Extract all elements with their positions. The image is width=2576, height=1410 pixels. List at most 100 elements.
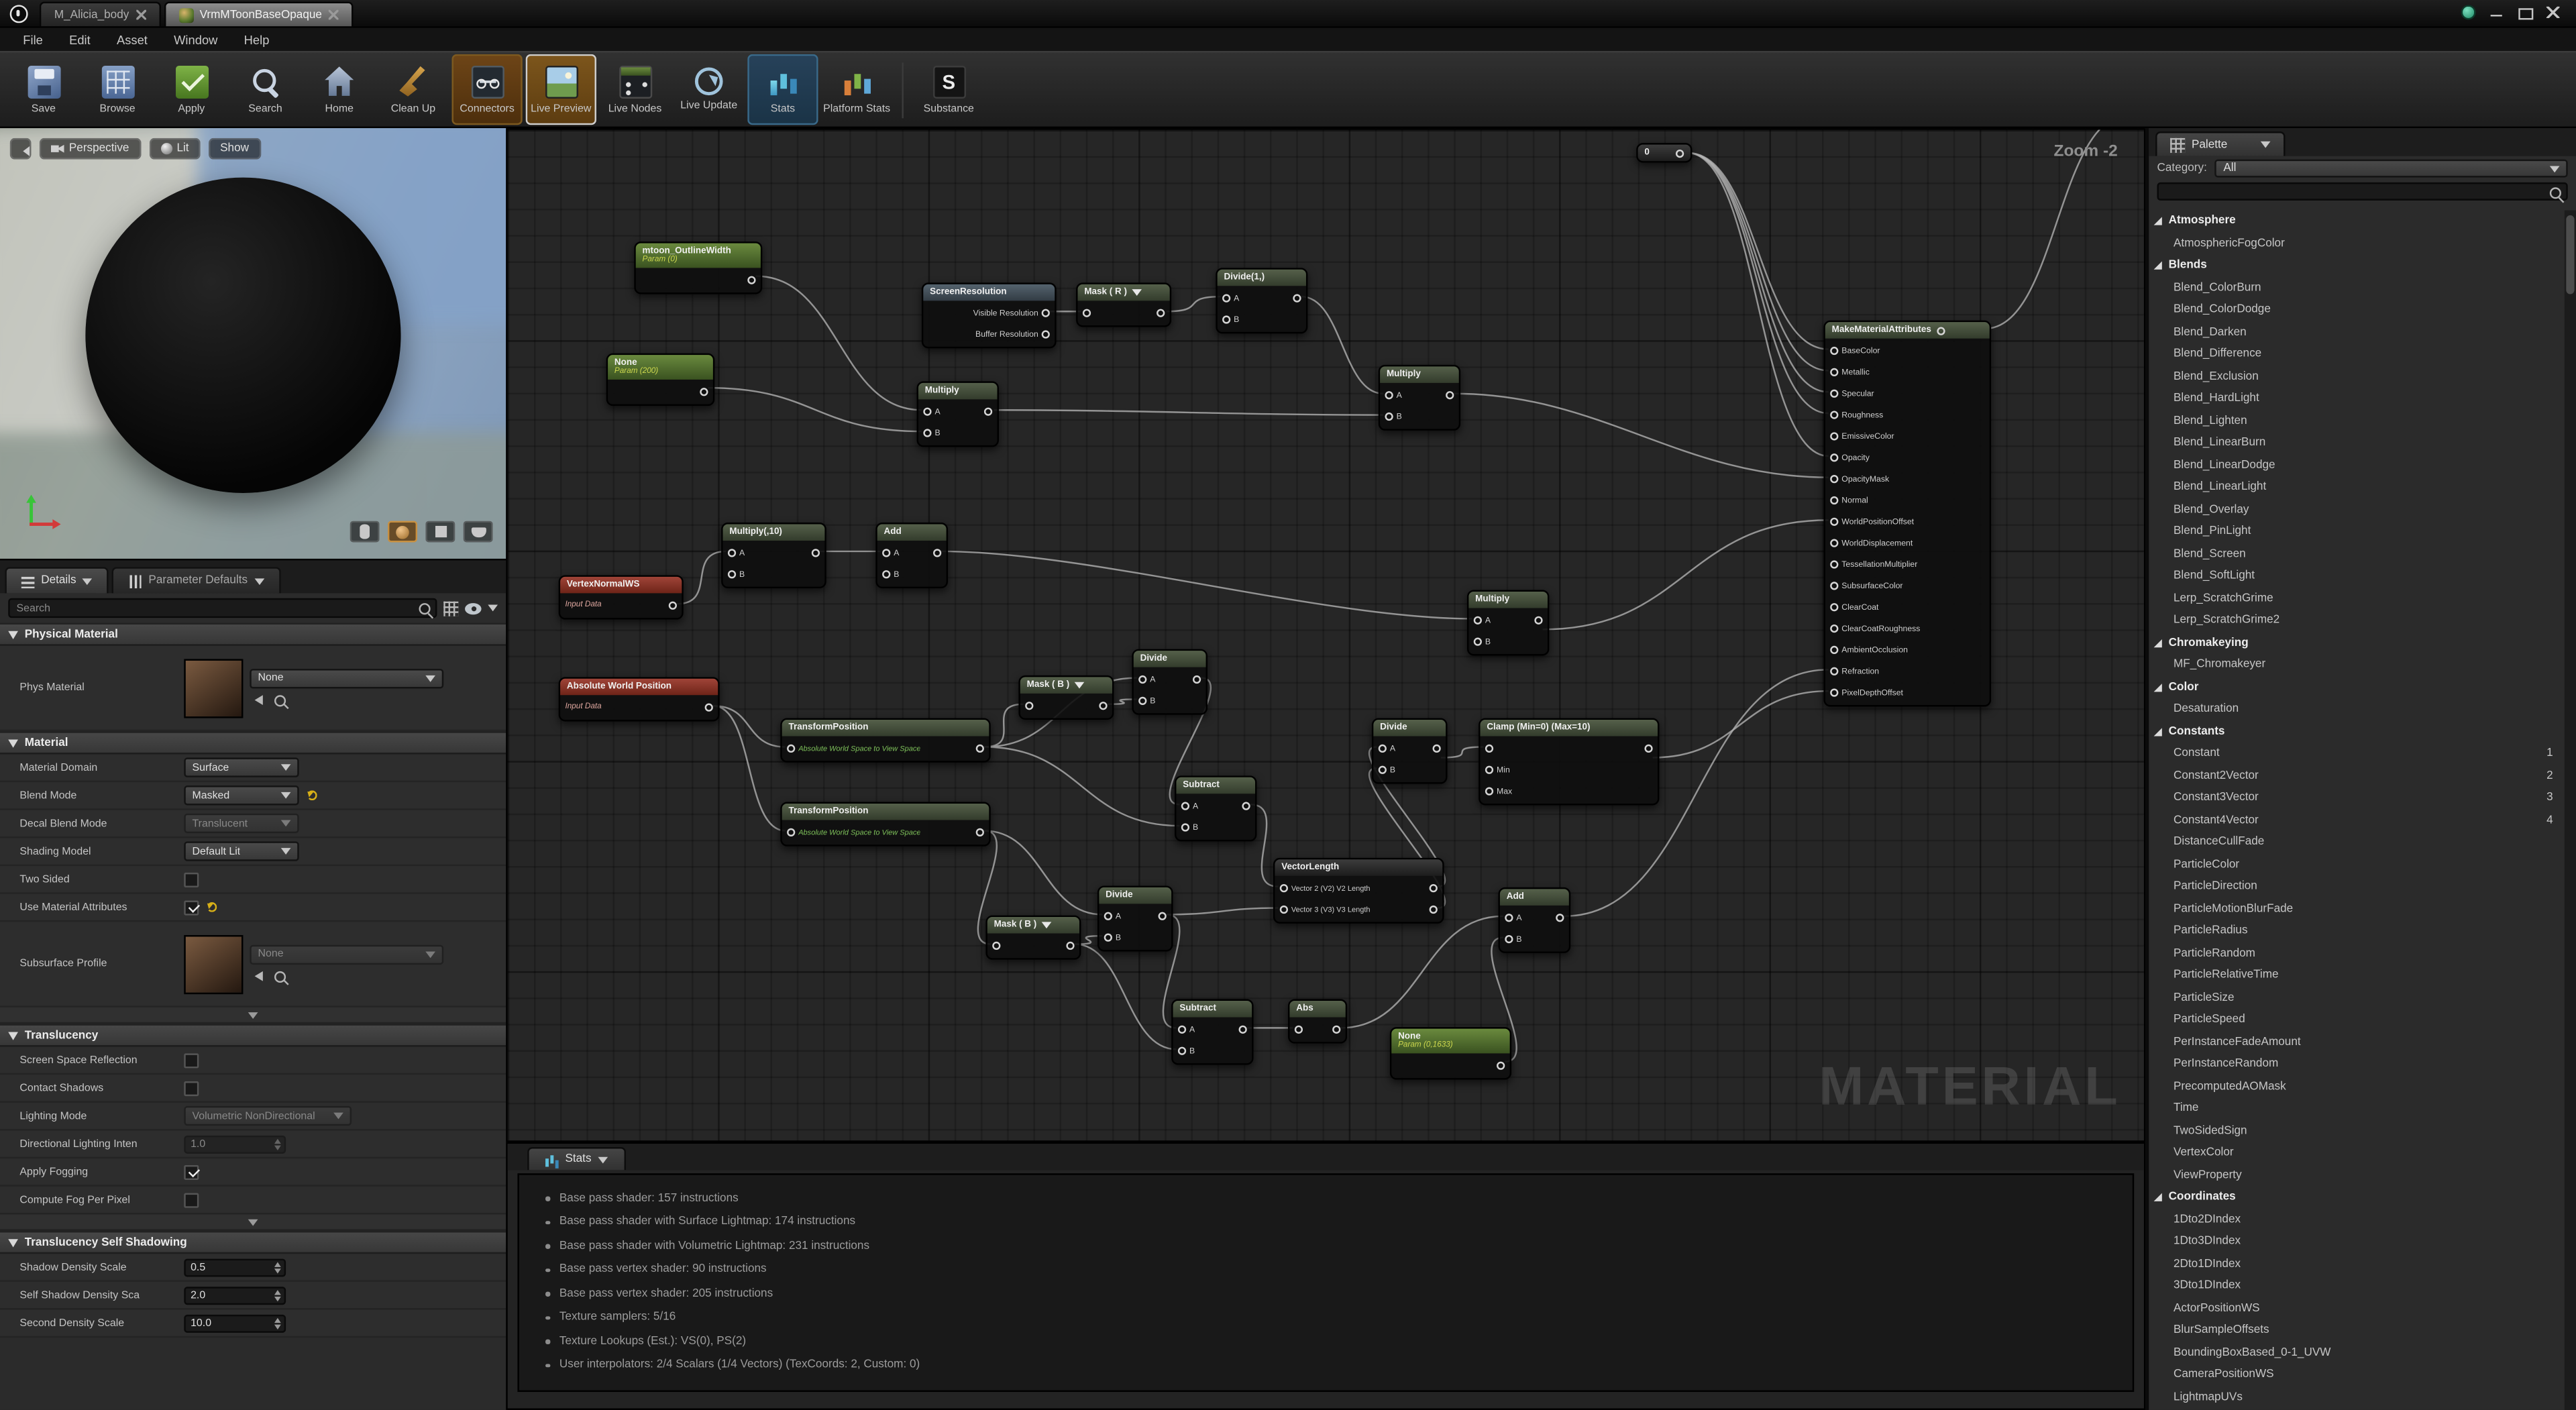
node-constant-0[interactable]: 0 [1636, 143, 1693, 163]
input-pin[interactable] [1830, 667, 1839, 675]
details-search-input[interactable] [8, 598, 437, 618]
palette-item-blend-softlight[interactable]: Blend_SoftLight [2149, 565, 2565, 588]
second-density-scale-input[interactable]: 10.0 [184, 1313, 286, 1332]
input-pin[interactable] [1830, 496, 1839, 505]
spinner-arrows[interactable] [274, 1261, 284, 1273]
clean-up-button[interactable]: Clean Up [378, 54, 448, 125]
category-dropdown[interactable]: All [2215, 159, 2568, 178]
node-header[interactable]: Add [877, 524, 947, 541]
input-pin[interactable] [1279, 884, 1289, 893]
palette-item-1dto2dindex[interactable]: 1Dto2DIndex [2149, 1209, 2565, 1231]
expand-section-button[interactable] [0, 1007, 506, 1024]
menu-edit[interactable]: Edit [69, 32, 91, 47]
palette-item-desaturation[interactable]: Desaturation [2149, 698, 2565, 720]
output-pin[interactable] [1497, 1061, 1505, 1070]
tab-details[interactable]: Details [5, 567, 109, 594]
browse-button[interactable]: Browse [82, 54, 152, 125]
property-matrix-icon[interactable] [443, 600, 459, 616]
input-pin[interactable] [1830, 603, 1839, 612]
palette-item-lerp-scratchgrime[interactable]: Lerp_ScratchGrime [2149, 588, 2565, 610]
input-pin[interactable] [1473, 616, 1482, 625]
apply-fogging-checkbox[interactable] [184, 1164, 199, 1179]
node-header[interactable]: Subtract [1173, 1000, 1252, 1018]
maximize-button[interactable] [2518, 7, 2534, 20]
blend-mode-dropdown[interactable]: Masked [184, 785, 299, 806]
output-pin[interactable] [1644, 744, 1653, 753]
node-header[interactable]: Mask ( B ) [987, 917, 1079, 934]
output-pin[interactable] [747, 276, 756, 284]
input-pin[interactable] [1222, 294, 1231, 303]
shadow-density-scale-input[interactable]: 0.5 [184, 1258, 286, 1277]
shading-model-dropdown[interactable]: Default Lit [184, 841, 299, 861]
input-pin[interactable] [1505, 934, 1513, 944]
preview-cube-button[interactable] [425, 521, 455, 543]
output-pin[interactable] [983, 407, 993, 416]
spinner-arrows[interactable] [274, 1289, 284, 1301]
output-pin[interactable] [1242, 802, 1250, 810]
menu-asset[interactable]: Asset [116, 32, 148, 47]
home-button[interactable]: Home [304, 54, 374, 125]
palette-item-blend-pinlight[interactable]: Blend_PinLight [2149, 521, 2565, 543]
input-pin[interactable] [1830, 539, 1839, 547]
menu-help[interactable]: Help [244, 32, 270, 47]
spinner-arrows[interactable] [274, 1317, 284, 1329]
expand-section-button[interactable] [0, 1214, 506, 1231]
node-header[interactable]: Divide [1099, 887, 1172, 904]
input-pin[interactable] [1177, 1046, 1187, 1055]
section-translucency-self-shadowing[interactable]: Translucency Self Shadowing [0, 1230, 506, 1254]
input-pin[interactable] [882, 570, 891, 579]
input-pin[interactable] [1181, 823, 1190, 832]
contact-shadows-checkbox[interactable] [184, 1080, 199, 1095]
preview-viewport[interactable]: Perspective Lit Show [0, 128, 506, 559]
palette-item-blend-colorburn[interactable]: Blend_ColorBurn [2149, 277, 2565, 299]
close-tab-icon[interactable] [328, 9, 339, 20]
node-header[interactable]: TransformPosition [782, 803, 989, 820]
palette-item-distancecullfade[interactable]: DistanceCullFade [2149, 832, 2565, 854]
document-tab-vrmmtoonbaseopaque[interactable]: VrmMToonBaseOpaque [163, 1, 354, 27]
input-pin[interactable] [1485, 765, 1494, 774]
palette-item-2dto1dindex[interactable]: 2Dto1DIndex [2149, 1253, 2565, 1275]
node-header[interactable]: ScreenResolution [923, 284, 1055, 301]
palette-section-constants[interactable]: Constants [2149, 720, 2565, 743]
input-pin[interactable] [1279, 905, 1289, 914]
show-button[interactable]: Show [208, 138, 261, 160]
node-header[interactable]: Multiply [918, 382, 998, 400]
palette-item-boundingboxbased-0-1-uvw[interactable]: BoundingBoxBased_0-1_UVW [2149, 1342, 2565, 1364]
palette-section-coordinates[interactable]: Coordinates [2149, 1187, 2565, 1209]
input-pin[interactable] [1830, 346, 1839, 356]
input-pin[interactable] [1485, 744, 1494, 753]
palette-item-blend-difference[interactable]: Blend_Difference [2149, 343, 2565, 366]
input-pin[interactable] [727, 549, 737, 557]
palette-item-blend-lighten[interactable]: Blend_Lighten [2149, 410, 2565, 432]
palette-item-actorpositionws[interactable]: ActorPositionWS [2149, 1297, 2565, 1319]
output-pin[interactable] [1157, 309, 1165, 317]
input-pin[interactable] [787, 744, 796, 753]
node-header[interactable]: Divide [1133, 651, 1206, 667]
palette-item-particlecolor[interactable]: ParticleColor [2149, 854, 2565, 876]
output-pin[interactable] [1556, 914, 1564, 922]
output-pin[interactable] [1429, 884, 1438, 893]
use-material-attributes-checkbox[interactable] [184, 900, 199, 915]
close-tab-icon[interactable] [136, 9, 146, 20]
palette-item-twosidedsign[interactable]: TwoSidedSign [2149, 1120, 2565, 1142]
node-header[interactable]: Mask ( R ) [1077, 284, 1170, 301]
palette-item-particleradius[interactable]: ParticleRadius [2149, 920, 2565, 942]
phys-material-dropdown[interactable]: None [250, 667, 444, 688]
output-pin[interactable] [933, 549, 942, 557]
asset-thumbnail[interactable] [184, 934, 244, 993]
output-pin[interactable] [1192, 675, 1201, 684]
live-update-button[interactable]: Live Update [674, 54, 744, 125]
input-pin[interactable] [1222, 315, 1231, 324]
input-pin[interactable] [882, 549, 891, 557]
tab-stats[interactable]: Stats [527, 1147, 626, 1171]
output-pin[interactable] [1429, 905, 1438, 914]
self-shadow-density-sca-input[interactable]: 2.0 [184, 1286, 286, 1304]
input-pin[interactable] [1104, 912, 1112, 920]
preview-teapot-button[interactable] [463, 521, 493, 543]
